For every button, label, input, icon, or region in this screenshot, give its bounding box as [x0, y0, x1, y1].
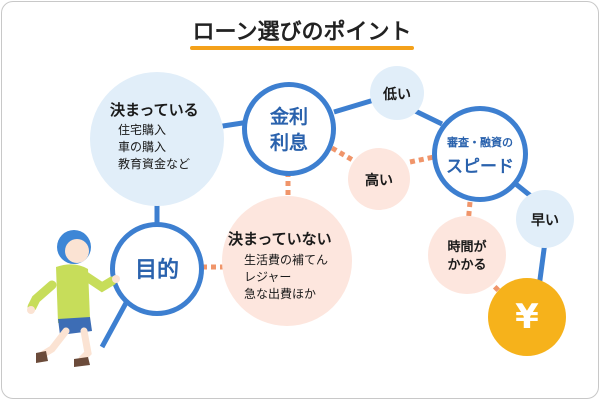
node-not-fixed: [222, 196, 352, 326]
node-fixed-item-1: 住宅購入: [118, 123, 167, 137]
running-person-illustration: [27, 230, 120, 367]
node-fixed-item-3: 教育資金など: [118, 157, 191, 171]
node-high-label: 高い: [365, 173, 393, 189]
node-fixed: [90, 72, 224, 206]
title-underline: [190, 46, 414, 50]
node-low: [370, 66, 424, 120]
node-speed-line2: スピード: [446, 157, 514, 177]
dash-high-to-speed: [409, 154, 435, 165]
node-fixed-item-2: 車の購入: [118, 140, 167, 154]
node-purpose: [110, 222, 204, 316]
node-low-label: 低い: [383, 87, 411, 103]
node-purpose-label: 目的: [134, 258, 179, 283]
node-not-fixed-heading: 決まっていない: [228, 230, 332, 248]
path-interest-to-low: [333, 97, 375, 115]
node-not-fixed-item-3: 急な出費ほか: [244, 287, 317, 301]
node-high: [348, 148, 410, 210]
node-slow-line1: 時間が: [447, 240, 487, 255]
yen-symbol: ¥: [515, 297, 539, 337]
node-speed: [432, 106, 528, 202]
dash-interest-to-high: [330, 145, 358, 165]
node-slow-line2: かかる: [447, 258, 487, 273]
node-interest-line1: 金利: [269, 106, 308, 128]
diagram-title: ローン選びのポイント: [192, 20, 412, 45]
node-fast-label: 早い: [531, 213, 559, 229]
yen-coin-icon: ¥: [488, 278, 566, 356]
node-slow: [428, 216, 506, 294]
node-not-fixed-item-1: 生活費の補てん: [244, 253, 329, 267]
node-interest: [242, 82, 336, 176]
node-interest-line2: 利息: [269, 132, 308, 154]
node-speed-line1: 審査・融資の: [447, 136, 513, 149]
node-fixed-heading: 決まっている: [110, 101, 199, 119]
node-not-fixed-item-2: レジャー: [244, 270, 292, 284]
node-fast: [516, 190, 574, 248]
